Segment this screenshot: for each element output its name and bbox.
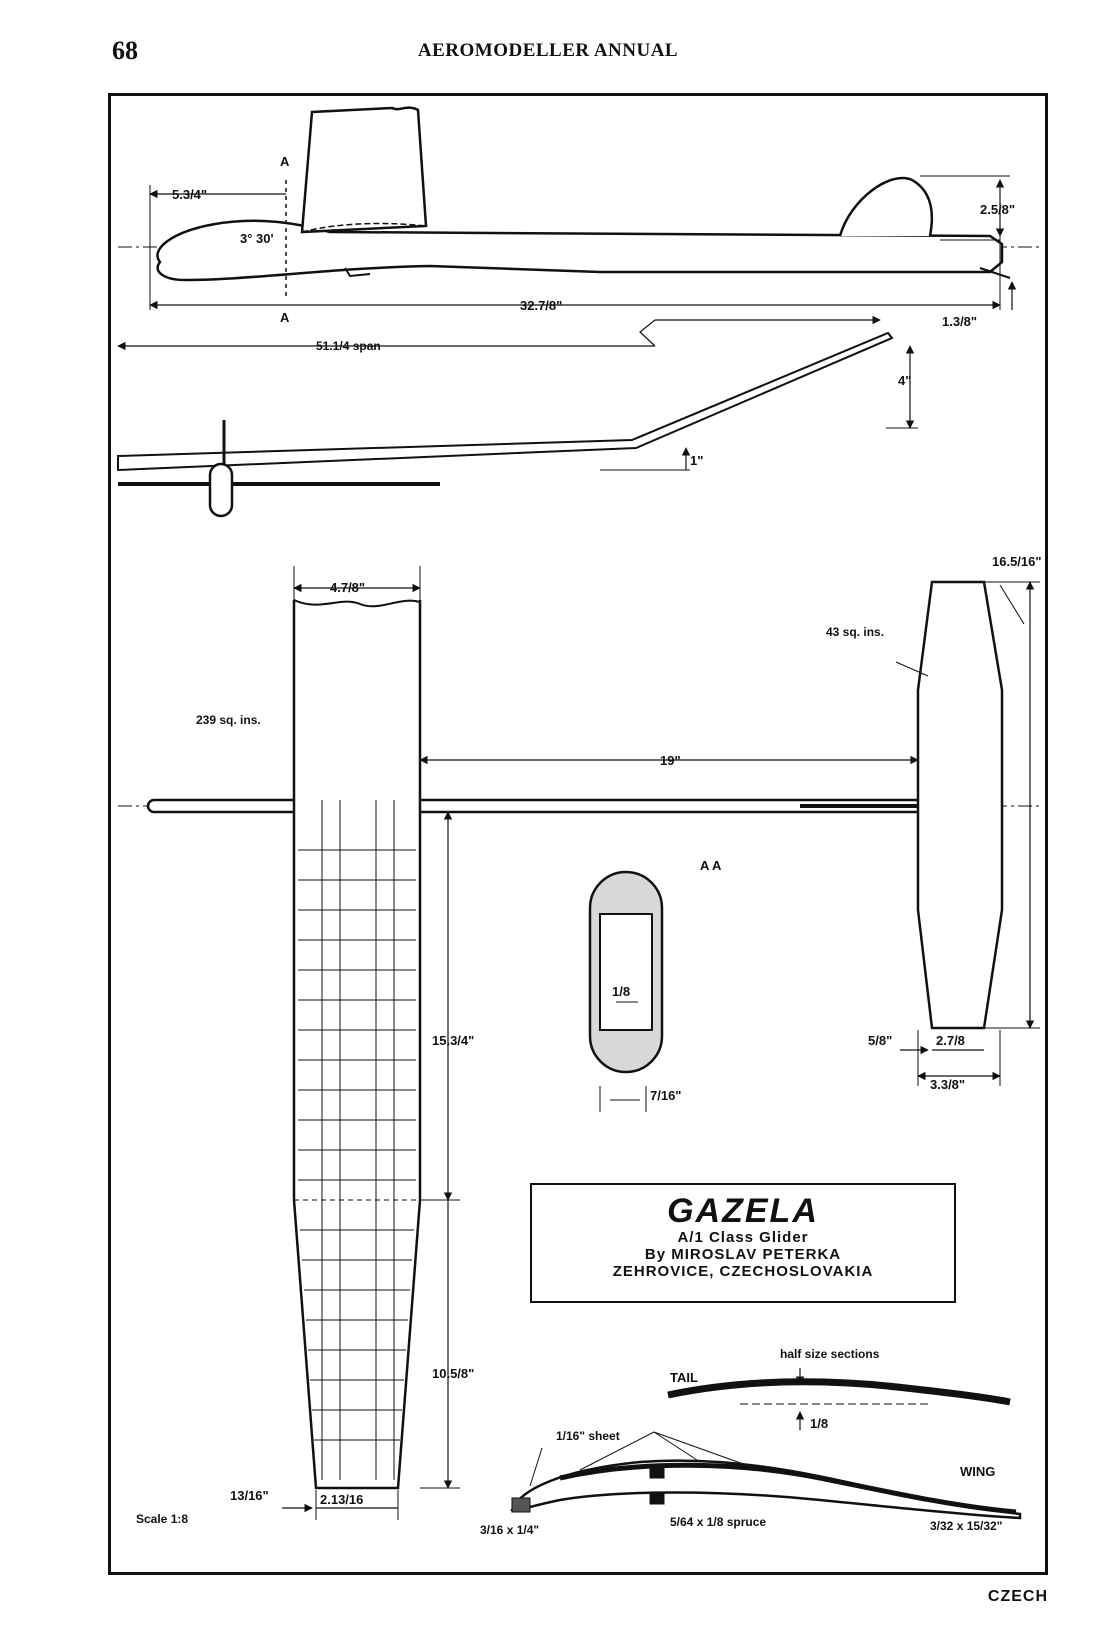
outer-panel-dim: 10.5/8" xyxy=(432,1366,474,1381)
wing-ribs xyxy=(294,800,420,1480)
scale-label: Scale 1:8 xyxy=(136,1512,188,1526)
leading-edge-label: 3/16 x 1/4" xyxy=(480,1523,539,1537)
trailing-edge-label: 3/32 x 15/32" xyxy=(930,1519,1002,1533)
section-aa-width: 7/16" xyxy=(650,1088,681,1103)
tip-dihedral-dim: 4" xyxy=(898,373,911,388)
fin-height-dim: 2.5/8" xyxy=(980,202,1015,217)
section-mark-top: A xyxy=(280,154,290,169)
wing-section xyxy=(510,1459,1022,1520)
tip-chord-dim: 2.13/16 xyxy=(320,1492,363,1507)
tailplane-plan xyxy=(916,580,1004,1030)
section-aa-label: A A xyxy=(700,858,722,873)
model-name: GAZELA xyxy=(667,1192,819,1230)
wing-chord-dim: 4.7/8" xyxy=(330,580,365,595)
sections-heading: half size sections xyxy=(780,1347,880,1361)
fuselage-front xyxy=(208,462,234,518)
spar-label: 5/64 x 1/8 spruce xyxy=(670,1515,766,1529)
wing-plan xyxy=(292,600,422,1490)
model-location: ZEHROVICE, CZECHOSLOVAKIA xyxy=(612,1263,874,1280)
tail-tip-chord-dim: 2.7/8 xyxy=(936,1033,965,1048)
section-aa-wall: 1/8 xyxy=(612,984,630,999)
nose-to-wing-dim: 5.3/4" xyxy=(172,187,207,202)
centre-dihedral-dim: 1" xyxy=(690,453,703,468)
page-number: 68 xyxy=(112,36,138,65)
wing-area-label: 239 sq. ins. xyxy=(196,713,261,727)
title-block: GAZELA A/1 Class Glider By MIROSLAV PETE… xyxy=(530,1183,956,1303)
model-author: By MIROSLAV PETERKA xyxy=(644,1246,842,1263)
plan-view xyxy=(118,566,1040,1520)
moment-arm-dim: 19" xyxy=(660,753,681,768)
wing-front xyxy=(117,331,894,472)
tail-area-label: 43 sq. ins. xyxy=(826,625,884,639)
tail-section xyxy=(667,1378,1011,1406)
inner-panel-dim: 15.3/4" xyxy=(432,1033,474,1048)
tail-root-chord-dim: 3.3/8" xyxy=(930,1077,965,1092)
section-mark-bottom: A xyxy=(280,310,290,325)
incidence-label: 3° 30' xyxy=(240,231,274,246)
tail-offset-dim: 5/8" xyxy=(868,1033,892,1048)
tail-depth-dim: 1.3/8" xyxy=(942,314,977,329)
section-aa xyxy=(588,870,664,1112)
model-class: A/1 Class Glider xyxy=(677,1229,809,1246)
tail-span-dim: 16.5/16" xyxy=(992,554,1042,569)
fuselage-length-dim: 32.7/8" xyxy=(520,298,562,313)
side-view xyxy=(118,106,1040,310)
tip-offset-dim: 13/16" xyxy=(230,1488,269,1503)
wing-stub-side xyxy=(300,106,428,234)
tail-thickness-dim: 1/8 xyxy=(810,1416,828,1431)
tail-section-label: TAIL xyxy=(670,1370,698,1385)
fin-side xyxy=(838,176,934,237)
fuselage-side xyxy=(156,219,1004,282)
sheet-label: 1/16" sheet xyxy=(556,1429,620,1443)
front-view xyxy=(117,315,918,518)
footer-tag: CZECH xyxy=(987,1588,1048,1605)
span-dim: 51.1/4 span xyxy=(316,339,381,353)
drawing-frame xyxy=(108,93,1048,1575)
wing-section-label: WING xyxy=(960,1464,995,1479)
half-size-sections xyxy=(510,1368,1022,1520)
running-head: AEROMODELLER ANNUAL xyxy=(417,40,679,61)
